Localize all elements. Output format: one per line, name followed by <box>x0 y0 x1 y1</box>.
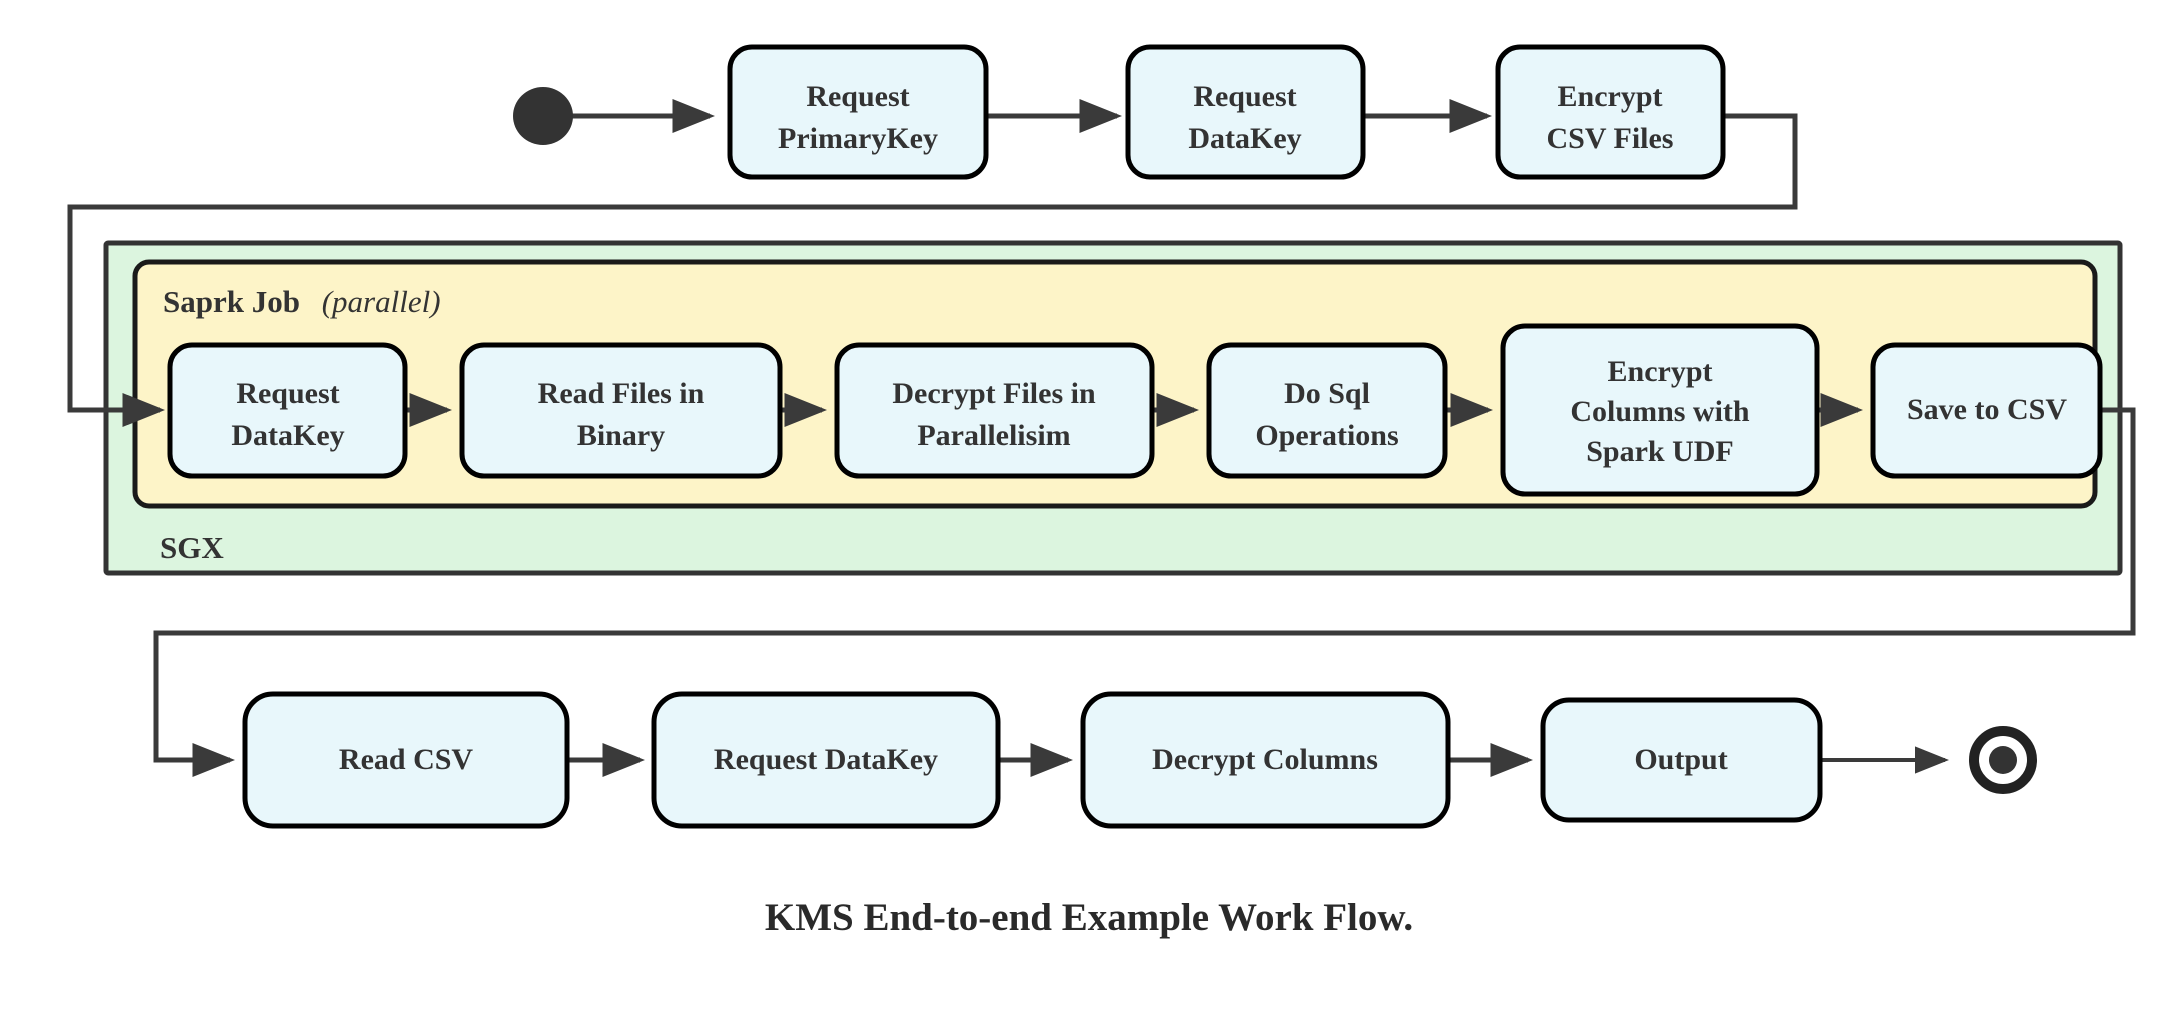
node-read-csv[interactable]: Read CSV <box>242 691 570 829</box>
node-decrypt-columns-line-0: Decrypt Columns <box>1152 743 1378 776</box>
node-read-files-in-binary-line-1: Binary <box>577 419 665 452</box>
node-decrypt-files-in-parallelisim-line-0: Decrypt Files in <box>892 377 1096 410</box>
spark-job-label-parallel: (parallel) <box>322 284 441 319</box>
node-output-line-0: Output <box>1634 743 1727 776</box>
node-request-primarykey-line-0: Request <box>806 80 909 113</box>
node-encrypt-csv-files[interactable]: Encrypt CSV Files <box>1495 44 1726 180</box>
node-request-datakey-bottom-line-0: Request DataKey <box>714 743 938 776</box>
end-node <box>1969 726 2037 794</box>
node-request-datakey-spark-line-1: DataKey <box>231 419 344 452</box>
node-decrypt-files-in-parallelisim-line-1: Parallelisim <box>917 419 1070 452</box>
start-node <box>513 87 573 145</box>
node-request-datakey-top-line-1: DataKey <box>1188 122 1301 155</box>
node-read-csv-line-0: Read CSV <box>339 743 474 776</box>
node-request-datakey-spark-line-0: Request <box>236 377 339 410</box>
node-read-files-in-binary[interactable]: Read Files in Binary <box>459 342 783 479</box>
edge-encrypt-csv-to-spark-datakey <box>67 113 1798 427</box>
node-do-sql-operations-line-1: Operations <box>1255 419 1398 452</box>
node-request-primarykey-line-1: PrimaryKey <box>778 122 938 155</box>
node-do-sql-operations-line-0: Do Sql <box>1284 377 1370 410</box>
node-request-datakey-top-line-0: Request <box>1193 80 1296 113</box>
node-request-datakey-spark[interactable]: Request DataKey <box>167 342 408 479</box>
node-output[interactable]: Output <box>1540 697 1823 823</box>
node-encrypt-csv-files-line-0: Encrypt <box>1558 80 1663 113</box>
node-do-sql-operations[interactable]: Do Sql Operations <box>1206 342 1448 479</box>
node-decrypt-columns[interactable]: Decrypt Columns <box>1080 691 1451 829</box>
node-request-datakey-top[interactable]: Request DataKey <box>1125 44 1366 180</box>
node-save-to-csv-line-0: Save to CSV <box>1907 393 2067 426</box>
node-decrypt-files-in-parallelisim[interactable]: Decrypt Files in Parallelisim <box>834 342 1155 479</box>
node-request-primarykey[interactable]: Request PrimaryKey <box>727 44 989 180</box>
sgx-container-label: SGX <box>160 530 224 565</box>
spark-job-label: Saprk Job <box>163 284 300 319</box>
node-encrypt-columns-line-1: Columns with <box>1570 395 1750 428</box>
node-encrypt-csv-files-line-1: CSV Files <box>1547 122 1674 155</box>
edge-save-csv-to-read-csv <box>153 407 2136 777</box>
node-encrypt-columns-line-2: Spark UDF <box>1586 435 1734 468</box>
svg-text:Saprk Job (parallel): Saprk Job (parallel) <box>163 284 441 319</box>
node-save-to-csv[interactable]: Save to CSV <box>1870 342 2103 479</box>
node-encrypt-columns-line-0: Encrypt <box>1608 355 1713 388</box>
node-read-files-in-binary-line-0: Read Files in <box>538 377 705 410</box>
diagram-caption: KMS End-to-end Example Work Flow. <box>765 896 1413 939</box>
node-encrypt-columns-with-spark-udf[interactable]: Encrypt Columns with Spark UDF <box>1500 323 1820 497</box>
node-request-datakey-bottom[interactable]: Request DataKey <box>651 691 1001 829</box>
